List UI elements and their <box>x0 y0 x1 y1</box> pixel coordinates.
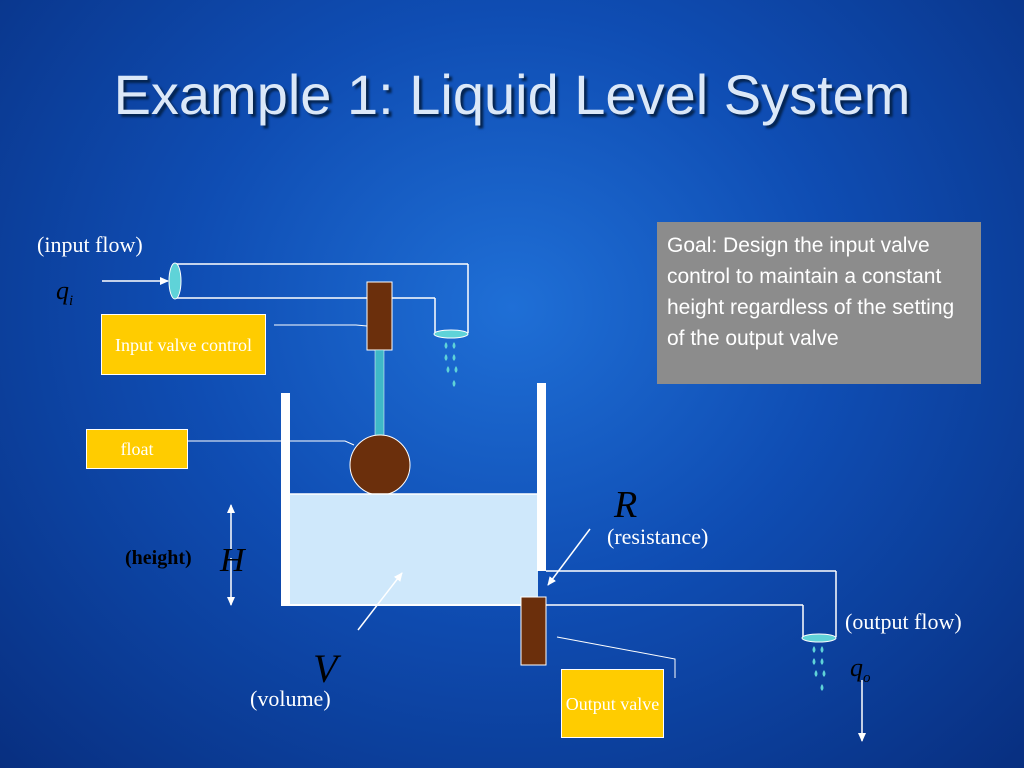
output-valve <box>520 596 547 666</box>
input-pipe-inlet <box>168 262 182 300</box>
volume-arrow <box>357 572 403 631</box>
input-flow-label: (input flow) <box>37 232 143 257</box>
height-label: (height) <box>125 547 192 569</box>
output-flow-symbol: qo <box>850 653 871 687</box>
input-flow-symbol: qi <box>56 276 74 310</box>
float-tag: float <box>86 429 188 469</box>
goal-box: Goal: Design the input valve control to … <box>657 222 981 384</box>
output-pipe-outlet <box>801 633 837 643</box>
output-flow-label: (output flow) <box>845 609 962 634</box>
volume-symbol: V <box>313 646 338 691</box>
tank-right-wall <box>537 383 546 571</box>
float-ball <box>349 434 411 496</box>
leader-lines <box>188 324 676 678</box>
input-water-drops <box>444 342 458 387</box>
float-rod <box>374 349 385 439</box>
input-valve <box>366 281 393 351</box>
slide-title: Example 1: Liquid Level System <box>113 63 911 126</box>
output-pipe <box>546 570 837 637</box>
volume-label: (volume) <box>250 686 331 711</box>
input-valve-control-tag: Input valve control <box>101 314 266 375</box>
height-symbol: H <box>220 542 245 579</box>
resistance-symbol: R <box>614 484 638 526</box>
output-valve-tag: Output valve <box>561 669 664 738</box>
output-water-drops <box>812 646 826 691</box>
resistance-arrow <box>547 528 591 586</box>
resistance-label: (resistance) <box>607 524 709 549</box>
liquid <box>289 494 538 605</box>
input-pipe-outlet <box>433 329 469 339</box>
tank-left-wall <box>281 393 290 606</box>
